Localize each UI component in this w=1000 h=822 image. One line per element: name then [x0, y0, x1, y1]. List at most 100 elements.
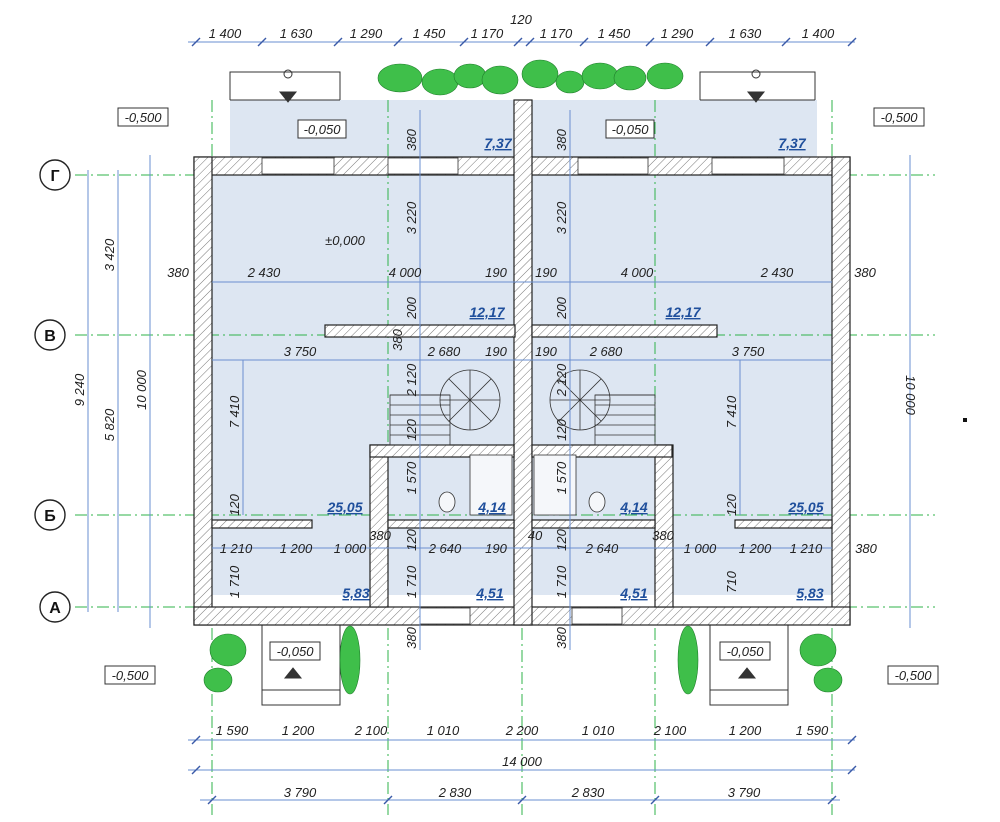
- axis-marker-g: Г: [39, 159, 71, 191]
- top-dim-1: 1 400: [209, 26, 242, 41]
- bottom-dim-6: 1 010: [582, 723, 615, 738]
- axis-marker-v: В: [34, 319, 66, 351]
- level-outer-left: -0,500: [125, 110, 163, 125]
- area-hall-right: 5,83: [796, 585, 823, 601]
- bottom-dim-7: 2 100: [653, 723, 687, 738]
- area-store-right: 4,51: [619, 585, 647, 601]
- dim-190b: 190: [535, 265, 557, 280]
- dimension-lines: [87, 41, 911, 801]
- dim-2430a: 2 430: [247, 265, 281, 280]
- dimension-ticks: [191, 37, 857, 805]
- vdim-380c: 380: [404, 626, 419, 648]
- area-room-main-left: 25,05: [326, 499, 362, 515]
- top-dim-8: 1 450: [598, 26, 631, 41]
- area-terrace-right: 7,37: [778, 135, 806, 151]
- axis-label-a: А: [49, 600, 61, 617]
- vdim-2120b: 2 120: [554, 363, 569, 397]
- vdim-200a: 200: [404, 296, 419, 319]
- top-dim-11: 1 400: [802, 26, 835, 41]
- left-dimension-labels: 3 420 5 820 9 240 10 000: [72, 238, 149, 441]
- level-ground-left: -0,500: [112, 668, 150, 683]
- dim-1200b: 1 200: [739, 541, 772, 556]
- vdim-3220b: 3 220: [554, 201, 569, 234]
- walls: [193, 99, 851, 626]
- dim-190d: 190: [535, 344, 557, 359]
- level-outer-right: -0,500: [881, 110, 919, 125]
- axis-label-v: В: [44, 328, 56, 345]
- dim-2640a: 2 640: [428, 541, 462, 556]
- top-dim-5: 1 170: [471, 26, 504, 41]
- area-labels: 7,37 7,37 12,17 12,17 25,05 25,05 4,14 4…: [326, 135, 823, 601]
- dim-2640b: 2 640: [585, 541, 619, 556]
- dim-1000b: 1 000: [684, 541, 717, 556]
- dim-4000b: 4 000: [621, 265, 654, 280]
- level-porch-right: -0,050: [727, 644, 765, 659]
- vdim-380b: 380: [554, 128, 569, 150]
- bottom-dim-1: 1 590: [216, 723, 249, 738]
- left-dim-5820: 5 820: [102, 408, 117, 441]
- axis-marker-b: Б: [34, 499, 66, 531]
- bottom-total: 14 000: [502, 754, 543, 769]
- dim-1210b: 1 210: [790, 541, 823, 556]
- top-dim-2: 1 630: [280, 26, 313, 41]
- greenery: [203, 59, 843, 695]
- bath-fixtures: [438, 454, 606, 516]
- bottom-dim-2: 1 200: [282, 723, 315, 738]
- left-dim-3420: 3 420: [102, 238, 117, 271]
- inner-horizontal-dimension-labels: 380 2 430 4 000 190 190 4 000 2 430 380 …: [167, 265, 877, 556]
- bottom-dim-8: 1 200: [729, 723, 762, 738]
- bottom-dim-3: 2 100: [354, 723, 388, 738]
- terrace-railings: [229, 69, 816, 691]
- dim-4000a: 4 000: [389, 265, 422, 280]
- windows: [261, 157, 785, 625]
- top-dim-10: 1 630: [729, 26, 762, 41]
- dim-380e: 380: [855, 541, 877, 556]
- bottom-dim-5: 2 200: [505, 723, 539, 738]
- level-terrace-right: -0,050: [612, 122, 650, 137]
- dim-190c: 190: [485, 344, 507, 359]
- vdim-120d: 120: [554, 528, 569, 550]
- dim-2680a: 2 680: [427, 344, 461, 359]
- dim-2680b: 2 680: [589, 344, 623, 359]
- dim-380c: 380: [369, 528, 391, 543]
- vdim-200b: 200: [554, 296, 569, 319]
- left-dim-10000: 10 000: [134, 369, 149, 410]
- dim-1000a: 1 000: [334, 541, 367, 556]
- area-room-top-right: 12,17: [665, 304, 701, 320]
- bottom2-dim-3: 2 830: [571, 785, 605, 800]
- right-dim-10000: 10 000: [903, 375, 918, 416]
- vdim-120f: 120: [554, 418, 569, 440]
- stray-dot: [963, 418, 967, 422]
- vdim-1710c: 1 710: [554, 565, 569, 598]
- dim-40: 40: [528, 528, 543, 543]
- top-dim-6: 120: [510, 12, 532, 27]
- dim-380d: 380: [652, 528, 674, 543]
- dim-2430b: 2 430: [760, 265, 794, 280]
- vdim-120a: 120: [227, 493, 242, 515]
- top-dim-3: 1 290: [350, 26, 383, 41]
- vdim-3220a: 3 220: [404, 201, 419, 234]
- vdim-1570a: 1 570: [404, 461, 419, 494]
- left-dim-9240: 9 240: [72, 373, 87, 406]
- area-room-main-right: 25,05: [787, 499, 823, 515]
- top-dimension-labels: 1 400 1 630 1 290 1 450 1 170 120 1 170 …: [209, 12, 835, 41]
- top-dim-4: 1 450: [413, 26, 446, 41]
- inner-vertical-dimension-labels: 380 3 220 200 380 3 220 200 7 410 7 410 …: [227, 128, 739, 648]
- dim-190a: 190: [485, 265, 507, 280]
- vdim-380d: 380: [554, 626, 569, 648]
- area-hall-left: 5,83: [342, 585, 369, 601]
- level-porch-left: -0,050: [277, 644, 315, 659]
- bottom2-dim-2: 2 830: [438, 785, 472, 800]
- bottom-dimension-labels: 1 590 1 200 2 100 1 010 2 200 1 010 2 10…: [216, 723, 829, 800]
- dim-190e: 190: [485, 541, 507, 556]
- vdim-120b: 120: [724, 493, 739, 515]
- area-terrace-left: 7,37: [484, 135, 512, 151]
- area-bath-right: 4,14: [619, 499, 647, 515]
- area-bath-left: 4,14: [477, 499, 505, 515]
- level-ground-right: -0,500: [895, 668, 933, 683]
- dim-1200a: 1 200: [280, 541, 313, 556]
- vdim-120c: 120: [404, 528, 419, 550]
- level-terrace-left: -0,050: [304, 122, 342, 137]
- vdim-1710b: 1 710: [404, 565, 419, 598]
